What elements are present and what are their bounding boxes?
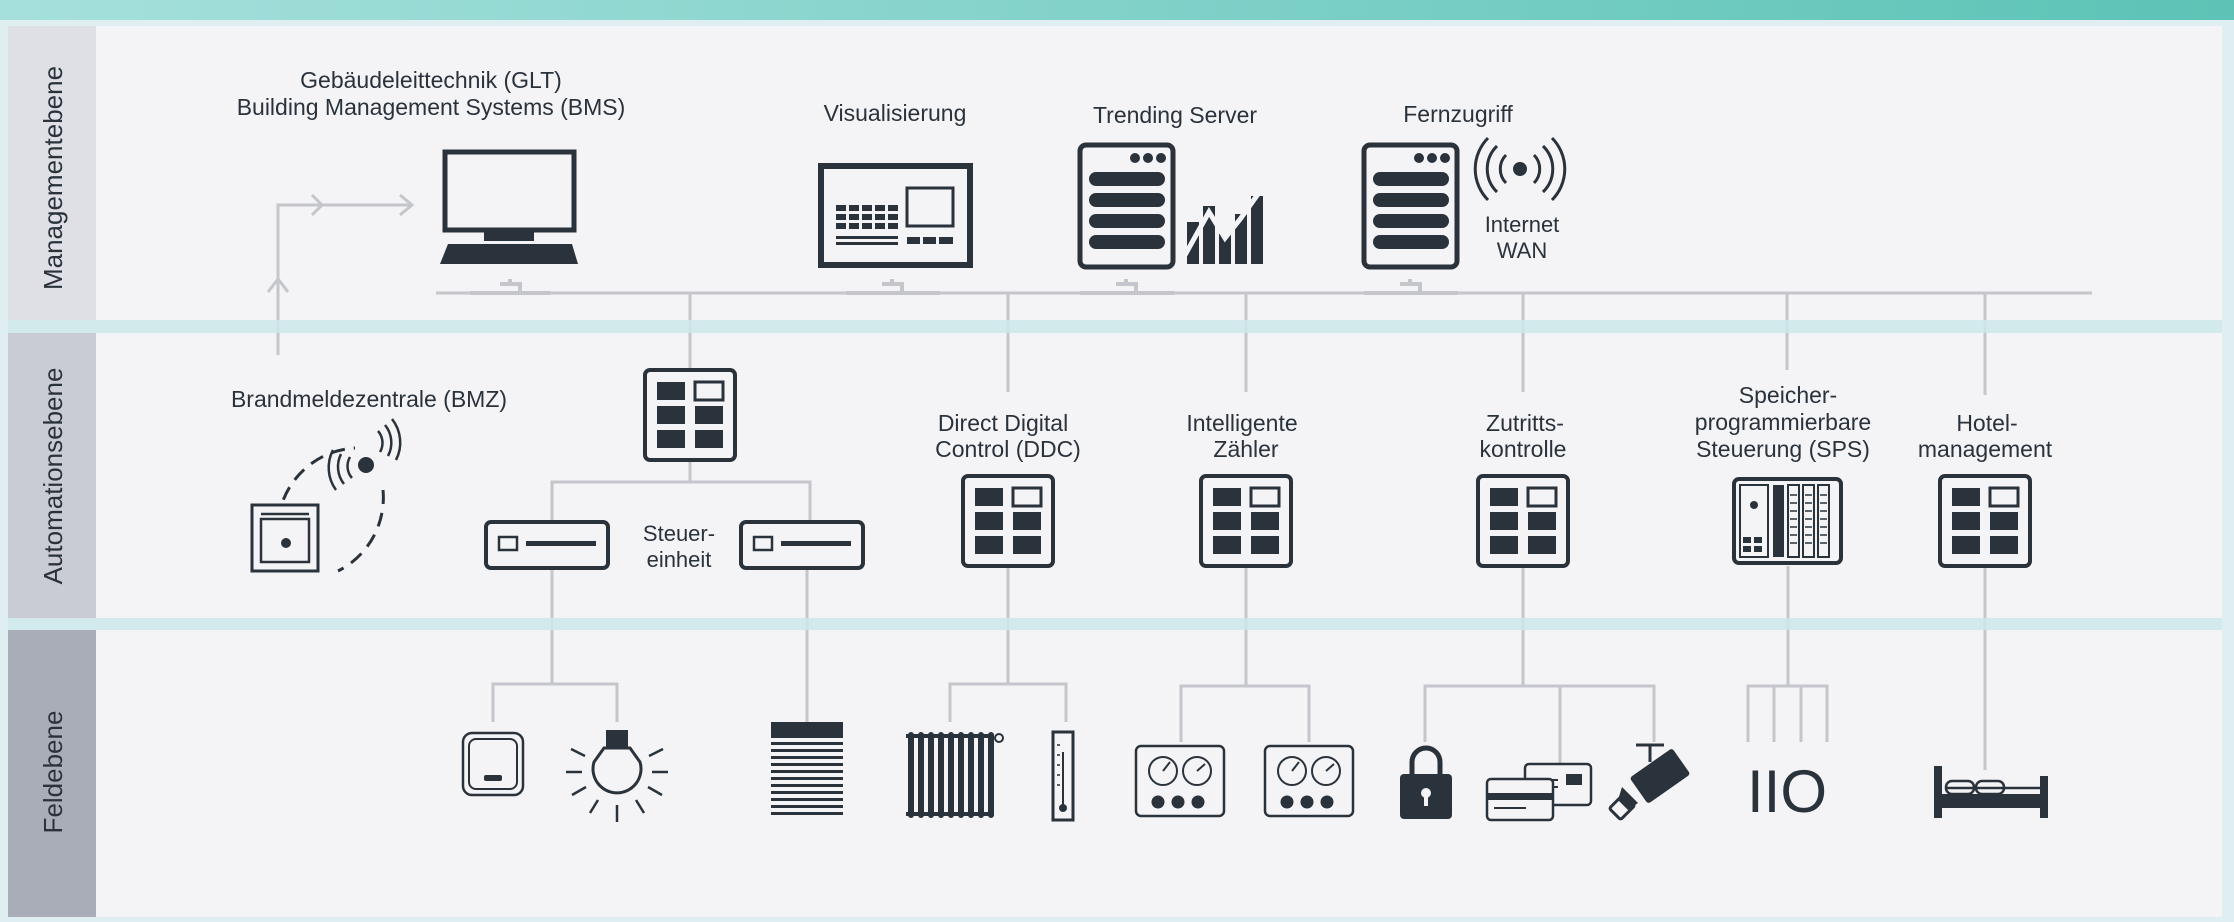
io-label: IIO xyxy=(1747,758,1827,825)
switch-icon xyxy=(461,731,525,797)
blinds-icon xyxy=(771,722,843,815)
trending-server-icon xyxy=(1077,142,1176,270)
automation-layer-panel xyxy=(8,333,2222,618)
bus-connectors xyxy=(470,279,1458,295)
light-bulb-icon xyxy=(566,730,668,822)
thermometer-icon xyxy=(1051,730,1075,822)
control-unit-label-line2: einheit xyxy=(647,547,712,572)
energy-meter-left-icon xyxy=(1134,744,1226,818)
padlock-icon xyxy=(1400,745,1452,819)
trending-server-label: Trending Server xyxy=(1093,102,1257,128)
internet-label: Internet xyxy=(1485,212,1560,237)
remote-server-icon xyxy=(1361,142,1460,270)
ddc-label-line1: Direct Digital xyxy=(938,410,1068,436)
bmz-uplink xyxy=(276,203,410,355)
bmz-label: Brandmeldezentrale (BMZ) xyxy=(231,386,507,412)
top-accent-bar xyxy=(0,0,2234,20)
hotel-label-line1: Hotel- xyxy=(1956,410,2017,436)
access-card-icon xyxy=(1485,762,1593,822)
meter-label-line1: Intelligente xyxy=(1186,410,1297,436)
wan-label: WAN xyxy=(1497,238,1548,263)
workstation-monitor-icon xyxy=(440,149,578,264)
control-unit-label-line1: Steuer- xyxy=(643,521,715,546)
trend-chart-icon xyxy=(1182,178,1271,264)
layer-label-management: Managementebene xyxy=(38,66,68,290)
layer-label-automation: Automationsebene xyxy=(38,368,68,585)
meter-controller-icon xyxy=(1199,474,1293,568)
ddc-controller-icon xyxy=(961,474,1055,568)
bed-icon xyxy=(1934,766,2048,818)
glt-label-line2: Building Management Systems (BMS) xyxy=(237,94,626,120)
automation-label-column xyxy=(8,333,96,618)
access-label-line2: kontrolle xyxy=(1480,436,1567,462)
hotel-controller-icon xyxy=(1938,474,2032,568)
wireless-signal-icon xyxy=(1473,136,1567,202)
main-controller-icon xyxy=(643,368,737,462)
visualization-label: Visualisierung xyxy=(824,100,967,126)
field-layer-panel xyxy=(8,630,2222,917)
plc-controller-icon xyxy=(1732,477,1843,565)
meter-label-line2: Zähler xyxy=(1213,436,1279,462)
sps-label-line3: Steuerung (SPS) xyxy=(1696,436,1870,462)
layer-label-field: Feldebene xyxy=(38,711,68,834)
access-label-line1: Zutritts- xyxy=(1486,410,1564,436)
visualization-screen-icon xyxy=(818,163,973,268)
radiator-icon xyxy=(906,732,1004,818)
sps-label-line1: Speicher- xyxy=(1739,382,1837,408)
sps-label-line2: programmierbare xyxy=(1695,409,1871,435)
control-unit-right-icon xyxy=(739,520,865,570)
remote-access-label: Fernzugriff xyxy=(1403,101,1513,127)
ddc-label-line2: Control (DDC) xyxy=(935,436,1081,462)
field-label-column xyxy=(8,630,96,917)
access-controller-icon xyxy=(1476,474,1570,568)
layer-separator-1 xyxy=(8,320,2222,333)
hotel-label-line2: management xyxy=(1918,436,2053,462)
glt-label-line1: Gebäudeleittechnik (GLT) xyxy=(300,67,562,93)
fire-alarm-panel-icon xyxy=(250,418,402,573)
management-label-column xyxy=(8,26,96,320)
control-unit-left-icon xyxy=(484,520,610,570)
layer-separator-2 xyxy=(8,618,2222,630)
security-camera-icon xyxy=(1608,743,1690,821)
energy-meter-right-icon xyxy=(1263,744,1355,818)
